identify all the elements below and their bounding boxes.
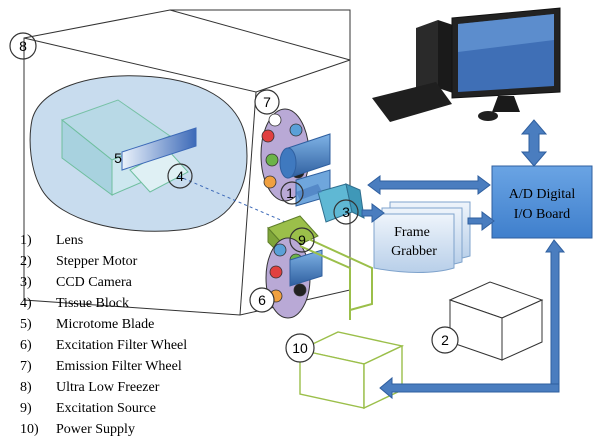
legend-item-10: 10) Power Supply [20, 422, 135, 437]
svg-text:7): 7) [20, 359, 32, 374]
svg-text:Stepper Motor: Stepper Motor [56, 254, 138, 269]
board-down-arrow [545, 239, 566, 391]
optical-path [177, 175, 291, 225]
frame-grabber-label-2: Grabber [391, 244, 437, 259]
svg-text:8): 8) [20, 380, 32, 395]
svg-text:5): 5) [20, 317, 32, 332]
svg-text:CCD Camera: CCD Camera [56, 275, 133, 290]
callout-3: 3 [342, 204, 350, 220]
stepper-motor [448, 281, 544, 361]
svg-text:2): 2) [20, 254, 32, 269]
microtome-blade [121, 127, 197, 171]
legend-item-8: 8) Ultra Low Freezer [20, 380, 160, 395]
callout-circle-7 [254, 89, 280, 115]
legend-item-6: 6) Excitation Filter Wheel [20, 338, 187, 353]
svg-text:Power Supply: Power Supply [56, 422, 135, 437]
svg-text:Excitation Filter Wheel: Excitation Filter Wheel [56, 338, 187, 353]
callout-circle-2 [431, 326, 459, 354]
svg-text:Excitation Source: Excitation Source [56, 401, 156, 416]
svg-text:9): 9) [20, 401, 32, 416]
callout-circle-8 [9, 32, 37, 60]
svg-text:3): 3) [20, 275, 32, 290]
mouse [478, 111, 498, 121]
svg-text:6): 6) [20, 338, 32, 353]
io-board-label-1: A/D Digital [509, 187, 576, 202]
svg-text:Ultra Low Freezer: Ultra Low Freezer [56, 380, 160, 395]
callout-6: 6 [258, 292, 266, 308]
callout-8: 8 [19, 38, 27, 54]
legend-item-2: 2) Stepper Motor [20, 254, 138, 269]
ccd-camera [317, 183, 365, 223]
callout-circle-3 [333, 199, 359, 225]
svg-text:Lens: Lens [56, 233, 83, 248]
power-cable-2 [299, 245, 351, 320]
legend-item-9: 9) Excitation Source [20, 401, 156, 416]
callout-1: 1 [286, 185, 294, 201]
svg-text:Emission Filter Wheel: Emission Filter Wheel [56, 359, 182, 374]
power-supply [297, 331, 405, 410]
power-cable-1 [301, 235, 373, 311]
lens-board-arrow [367, 175, 491, 195]
computer-board-arrow [520, 119, 548, 167]
io-board [491, 165, 593, 239]
callout-7: 7 [263, 94, 271, 110]
svg-text:Microtome Blade: Microtome Blade [56, 317, 154, 332]
keyboard [372, 82, 452, 122]
camera-framegrabber-arrow [361, 203, 385, 223]
legend-item-1: 1) Lens [20, 233, 83, 248]
callout-4: 4 [176, 168, 184, 184]
svg-text:Tissue Block: Tissue Block [56, 296, 129, 311]
legend-item-4: 4) Tissue Block [20, 296, 129, 311]
excitation-filter-wheel [265, 237, 323, 319]
legend-item-7: 7) Emission Filter Wheel [20, 359, 182, 374]
callout-circle-6 [249, 287, 275, 313]
svg-text:4): 4) [20, 296, 32, 311]
legend-item-3: 3) CCD Camera [20, 275, 133, 290]
computer-workstation [372, 7, 561, 122]
callout-2: 2 [441, 332, 449, 348]
frame-grabber [373, 201, 471, 273]
legend-item-5: 5) Microtome Blade [20, 317, 154, 332]
io-board-label-2: I/O Board [514, 207, 570, 222]
callout-circle-1 [280, 181, 304, 205]
svg-text:10): 10) [20, 422, 39, 437]
svg-text:1): 1) [20, 233, 32, 248]
framegrabber-board-arrow [467, 211, 495, 231]
callout-circle-9 [289, 227, 315, 253]
frame-grabber-label-1: Frame [394, 225, 430, 240]
callout-5: 5 [114, 150, 122, 166]
board-power-arrow [379, 376, 560, 400]
callout-circle-4 [167, 163, 193, 189]
component-legend: 1) Lens 2) Stepper Motor 3) CCD Camera 4… [20, 233, 187, 437]
callout-10: 10 [292, 340, 308, 356]
arrows [296, 119, 566, 400]
callouts: 8 7 5 4 1 3 9 6 2 10 [9, 32, 459, 363]
callout-9: 9 [298, 232, 306, 248]
callout-circle-10 [285, 333, 315, 363]
